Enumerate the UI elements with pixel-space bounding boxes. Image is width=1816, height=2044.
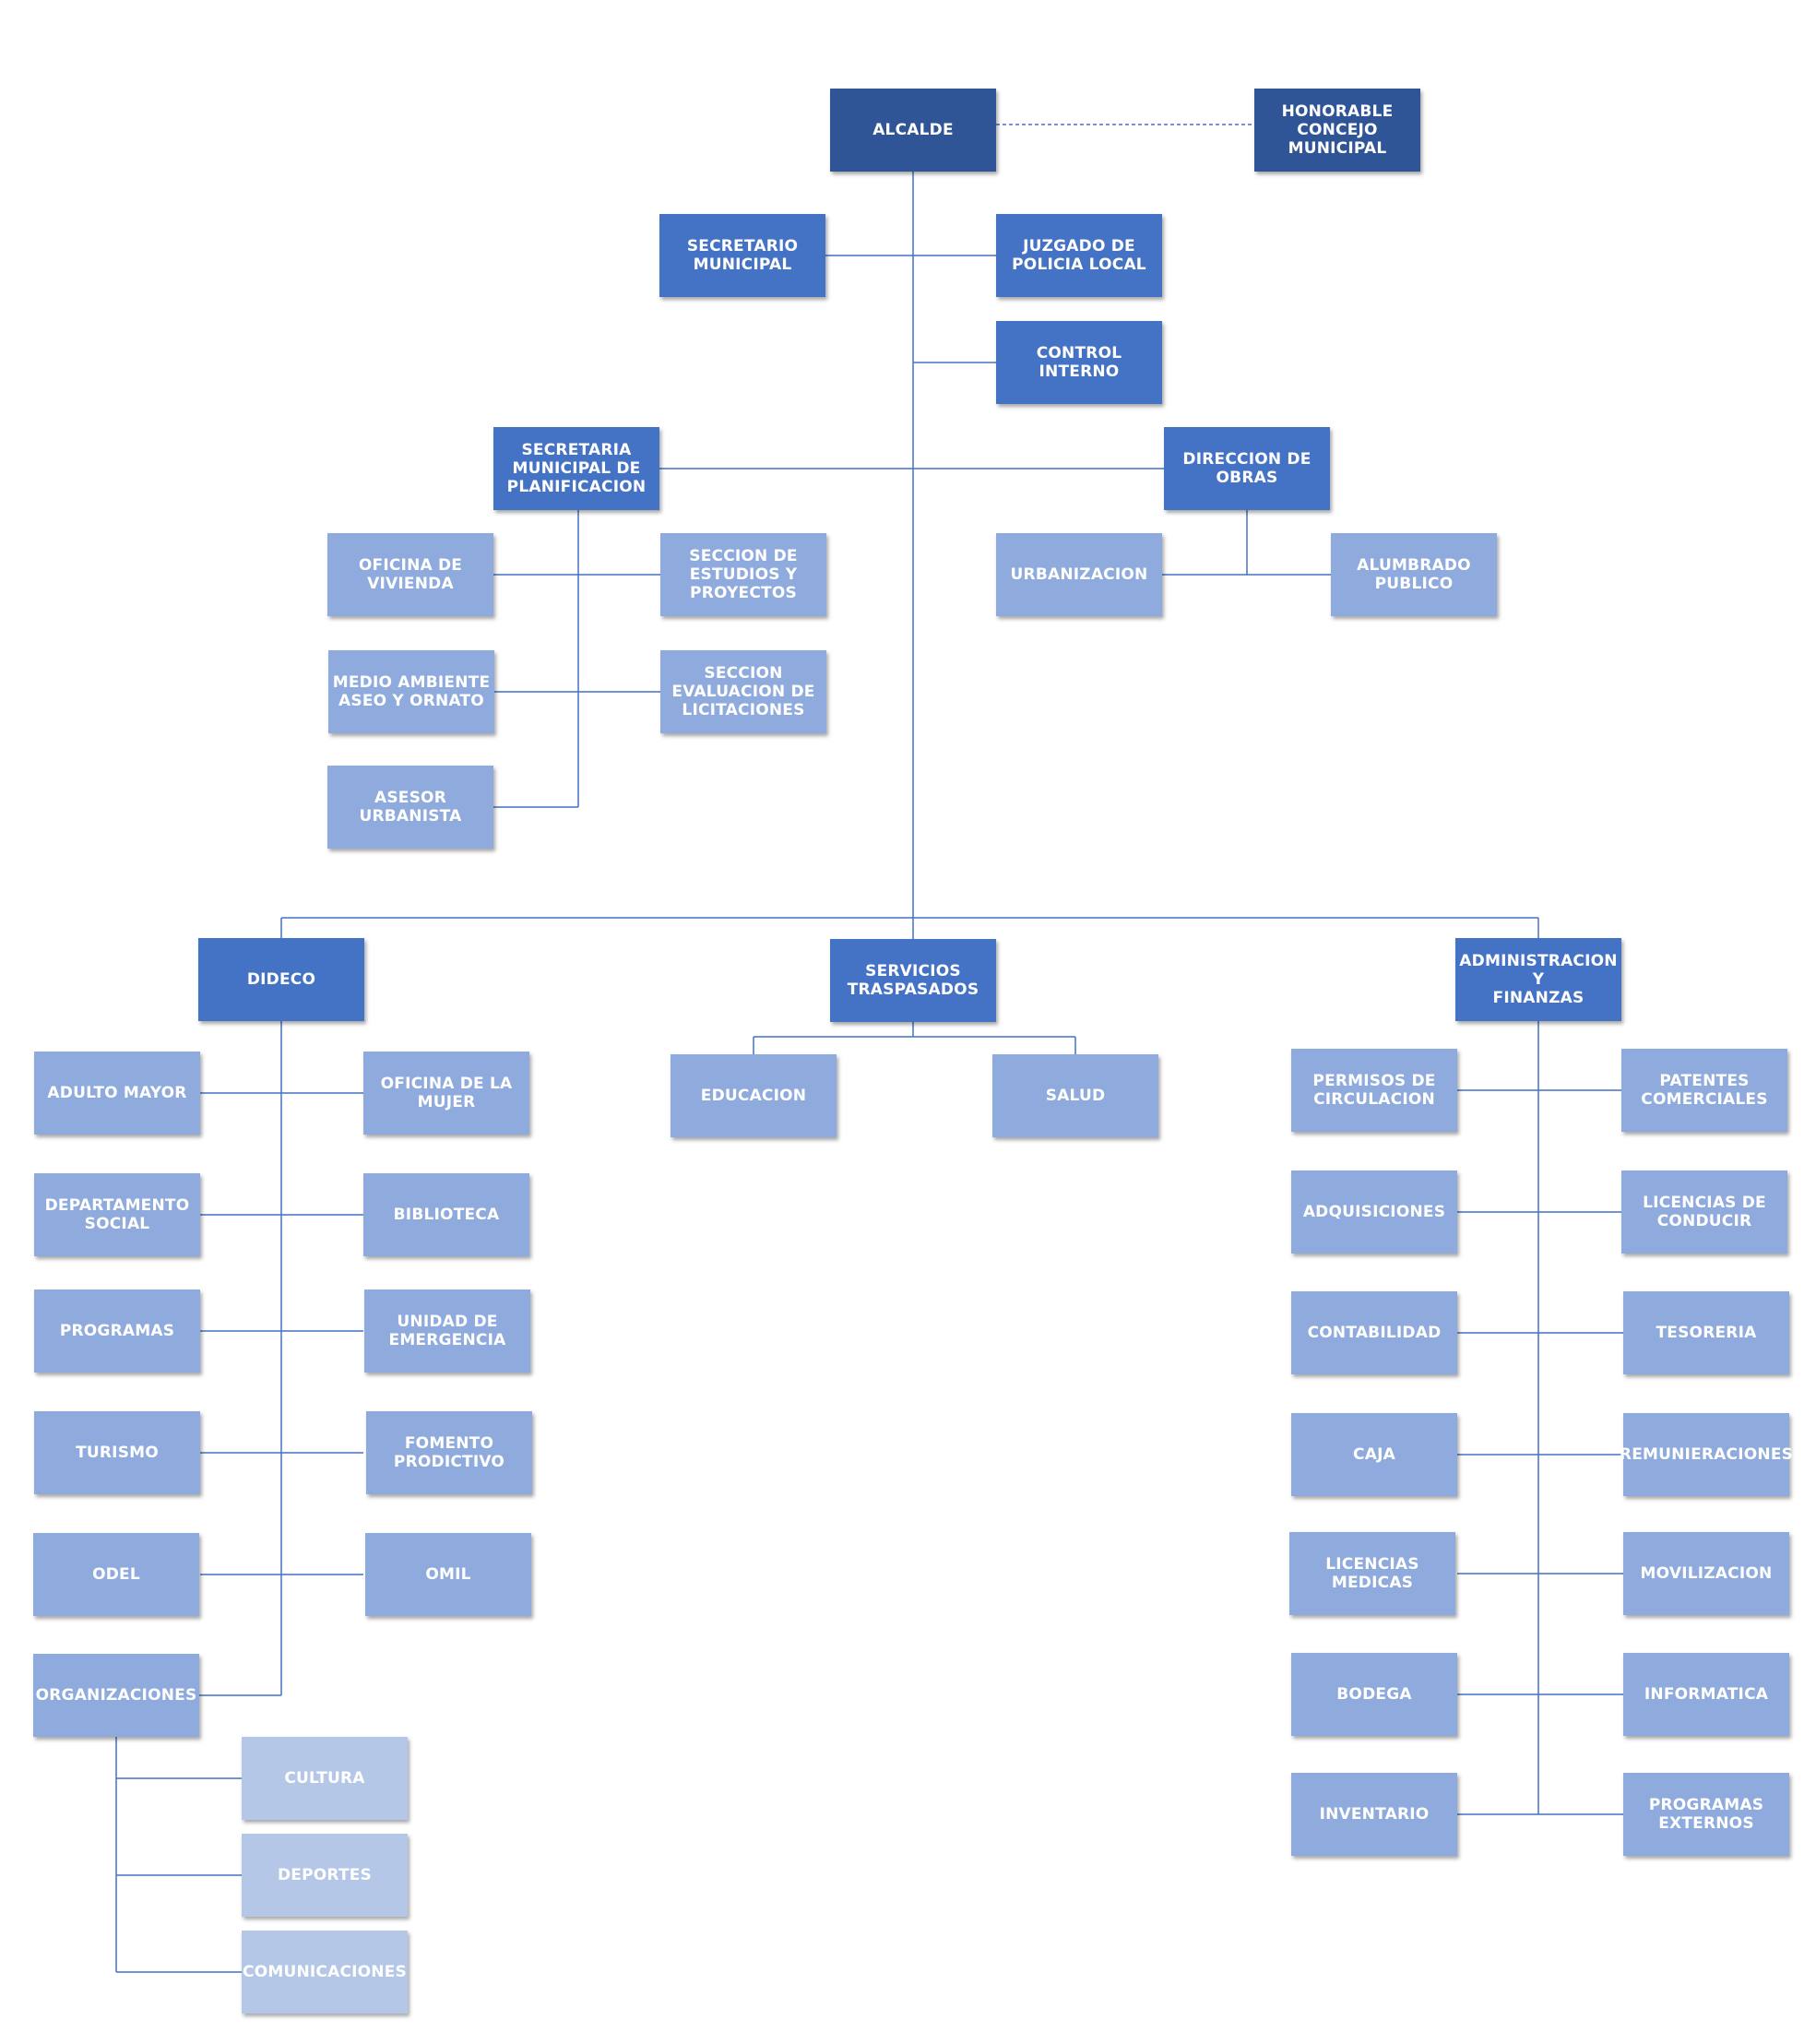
org-box-tesoreria: TESORERIA	[1623, 1291, 1789, 1374]
org-box-servicios: SERVICIOS TRASPASADOS	[830, 939, 996, 1022]
org-box-obras: DIRECCION DE OBRAS	[1164, 427, 1330, 510]
org-box-odel: ODEL	[33, 1533, 199, 1616]
org-box-remuneraciones: REMUNIERACIONES	[1620, 1413, 1793, 1496]
org-box-deportes: DEPORTES	[242, 1834, 408, 1917]
org-box-dideco: DIDECO	[198, 938, 364, 1021]
org-box-juzgado: JUZGADO DE POLICIA LOCAL	[996, 214, 1162, 297]
org-box-organizaciones: ORGANIZACIONES	[33, 1654, 199, 1737]
org-box-licitaciones: SECCION EVALUACION DE LICITACIONES	[660, 650, 826, 733]
org-box-control: CONTROL INTERNO	[996, 321, 1162, 404]
org-box-urbanizacion: URBANIZACION	[996, 533, 1162, 616]
org-box-inventario: INVENTARIO	[1291, 1773, 1457, 1856]
org-box-asesor: ASESOR URBANISTA	[327, 766, 493, 849]
org-box-programas: PROGRAMAS	[34, 1289, 200, 1373]
org-box-caja: CAJA	[1291, 1413, 1457, 1496]
org-box-social: DEPARTAMENTO SOCIAL	[34, 1173, 200, 1256]
org-box-secretario: SECRETARIO MUNICIPAL	[659, 214, 825, 297]
org-box-adquisiciones: ADQUISICIONES	[1291, 1171, 1457, 1254]
org-box-adulto: ADULTO MAYOR	[34, 1052, 200, 1135]
org-box-vivienda: OFICINA DE VIVIENDA	[327, 533, 493, 616]
org-box-medio: MEDIO AMBIENTE ASEO Y ORNATO	[328, 650, 494, 733]
org-box-estudios: SECCION DE ESTUDIOS Y PROYECTOS	[660, 533, 826, 616]
org-box-movilizacion: MOVILIZACION	[1623, 1532, 1789, 1615]
org-box-mujer: OFICINA DE LA MUJER	[363, 1052, 529, 1135]
org-box-biblioteca: BIBLIOTECA	[363, 1173, 529, 1256]
org-box-licencias-conducir: LICENCIAS DE CONDUCIR	[1621, 1171, 1787, 1254]
org-box-cultura: CULTURA	[242, 1737, 408, 1820]
org-box-secplan: SECRETARIA MUNICIPAL DE PLANIFICACION	[493, 427, 659, 510]
org-box-admin: ADMINISTRACION Y FINANZAS	[1455, 938, 1621, 1021]
org-box-salud: SALUD	[992, 1054, 1158, 1137]
org-box-turismo: TURISMO	[34, 1411, 200, 1494]
org-box-concejo: HONORABLE CONCEJO MUNICIPAL	[1254, 89, 1420, 172]
org-box-alumbrado: ALUMBRADO PUBLICO	[1331, 533, 1497, 616]
org-box-informatica: INFORMATICA	[1623, 1653, 1789, 1736]
org-box-alcalde: ALCALDE	[830, 89, 996, 172]
org-box-emergencia: UNIDAD DE EMERGENCIA	[364, 1289, 530, 1373]
org-box-patentes: PATENTES COMERCIALES	[1621, 1049, 1787, 1132]
org-box-licencias-medicas: LICENCIAS MEDICAS	[1289, 1532, 1455, 1615]
org-box-bodega: BODEGA	[1291, 1653, 1457, 1736]
org-box-comunicaciones: COMUNICACIONES	[242, 1931, 408, 2014]
org-box-contabilidad: CONTABILIDAD	[1291, 1291, 1457, 1374]
org-box-programas-externos: PROGRAMAS EXTERNOS	[1623, 1773, 1789, 1856]
org-box-fomento: FOMENTO PRODICTIVO	[366, 1411, 532, 1494]
org-box-omil: OMIL	[365, 1533, 531, 1616]
org-box-educacion: EDUCACION	[671, 1054, 837, 1137]
org-box-permisos: PERMISOS DE CIRCULACION	[1291, 1049, 1457, 1132]
